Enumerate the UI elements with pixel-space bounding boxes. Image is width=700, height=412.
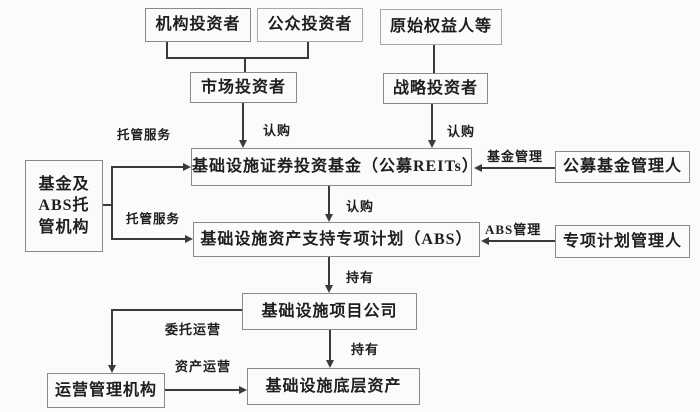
edge-join-to-market-line xyxy=(244,57,246,72)
edge-project-to-operator-hline xyxy=(111,309,242,311)
edge-label-subscribe-strategic: 认购 xyxy=(447,124,476,139)
arrow-right-icon xyxy=(185,235,193,243)
edge-public-down-line xyxy=(307,42,309,58)
edge-custodian-to-reits-line xyxy=(111,166,184,168)
edge-label-fund-management: 基金管理 xyxy=(487,149,544,164)
node-label: 基础设施项目公司 xyxy=(261,302,398,320)
edge-fund-manager-to-reits-line xyxy=(482,167,555,169)
edge-institutional-down-line xyxy=(166,42,168,58)
node-original-equity-holders: 原始权益人等 xyxy=(380,9,502,45)
node-public-investors: 公众投资者 xyxy=(257,8,363,42)
node-label: 基础设施证券投资基金（公募REITs） xyxy=(192,158,479,176)
node-infrastructure-project-company: 基础设施项目公司 xyxy=(242,293,417,330)
edge-abs-to-project-line xyxy=(328,257,330,286)
arrow-right-icon xyxy=(239,386,247,394)
node-fund-abs-custodian: 基金及 ABS托 管机构 xyxy=(25,160,103,252)
node-label: 基金及 ABS托 管机构 xyxy=(38,175,90,236)
node-label: 基础设施资产支持专项计划（ABS） xyxy=(200,230,473,248)
edge-plan-manager-to-abs-line xyxy=(489,240,555,242)
node-institutional-investors: 机构投资者 xyxy=(145,8,251,42)
edge-custodian-branch-line xyxy=(111,166,113,240)
edge-label-hold-underlying: 持有 xyxy=(351,342,380,357)
edge-custodian-stub-line xyxy=(103,204,113,206)
node-operation-manager: 运营管理机构 xyxy=(47,373,165,408)
arrow-left-icon xyxy=(474,164,482,172)
node-public-reits-fund: 基础设施证券投资基金（公募REITs） xyxy=(191,148,479,186)
node-label: 原始权益人等 xyxy=(389,18,492,36)
arrow-down-icon xyxy=(239,140,247,148)
edge-investors-join-line xyxy=(166,57,309,59)
node-label: 专项计划管理人 xyxy=(562,232,682,250)
arrow-down-icon xyxy=(326,360,334,368)
edge-original-to-strategic-line xyxy=(433,45,435,73)
edge-label-subscribe-market: 认购 xyxy=(263,123,292,138)
edge-label-entrust-operation: 委托运营 xyxy=(165,322,222,337)
edge-label-custody-service-abs: 托管服务 xyxy=(126,212,181,226)
node-strategic-investors: 战略投资者 xyxy=(383,73,488,104)
node-underlying-assets: 基础设施底层资产 xyxy=(247,368,420,405)
arrow-right-icon xyxy=(183,163,191,171)
node-abs-plan: 基础设施资产支持专项计划（ABS） xyxy=(193,222,480,257)
arrow-down-icon xyxy=(428,140,436,148)
edge-label-hold-project: 持有 xyxy=(346,270,375,285)
node-label: 机构投资者 xyxy=(155,16,241,34)
arrow-down-icon xyxy=(325,285,333,293)
arrow-left-icon xyxy=(481,237,489,245)
edge-custodian-to-abs-line xyxy=(111,238,186,240)
edge-label-asset-operation: 资产运营 xyxy=(175,359,232,374)
node-label: 公众投资者 xyxy=(267,16,353,34)
edge-label-custody-service-reits: 托管服务 xyxy=(117,128,172,142)
arrow-down-icon xyxy=(325,214,333,222)
node-label: 市场投资者 xyxy=(200,78,286,96)
node-label: 基础设施底层资产 xyxy=(265,377,402,395)
edge-project-to-operator-vline xyxy=(111,309,113,367)
node-public-fund-manager: 公募基金管理人 xyxy=(555,151,690,183)
edge-label-subscribe-reits-abs: 认购 xyxy=(346,199,375,214)
edge-market-to-reits-line xyxy=(242,103,244,141)
edge-reits-to-abs-line xyxy=(328,186,330,215)
edge-operator-to-underlying-line xyxy=(165,389,240,391)
edge-strategic-to-reits-line xyxy=(431,104,433,141)
edge-label-abs-management: ABS管理 xyxy=(485,222,542,237)
node-market-investors: 市场投资者 xyxy=(190,72,297,103)
edge-project-to-underlying-line xyxy=(329,330,331,361)
arrow-down-icon xyxy=(108,365,116,373)
node-label: 战略投资者 xyxy=(392,79,478,97)
node-abs-plan-manager: 专项计划管理人 xyxy=(555,225,690,258)
node-label: 运营管理机构 xyxy=(54,381,157,399)
node-label: 公募基金管理人 xyxy=(562,158,682,176)
